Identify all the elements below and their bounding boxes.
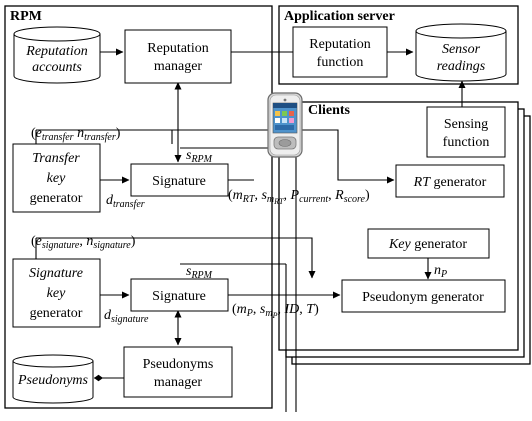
transfer-key-generator-label-2: key <box>47 171 66 186</box>
signature-key-generator-box: Signature key generator <box>12 258 101 328</box>
reputation-function-box: Reputation function <box>292 26 388 78</box>
connectors <box>35 48 466 412</box>
pseudonyms-label: Pseudonyms <box>17 373 89 388</box>
transfer-key-generator-label-3: generator <box>30 191 83 206</box>
reputation-accounts-label-2: accounts <box>32 60 82 75</box>
mobile-phone-icon <box>267 92 303 158</box>
label-srpm-top: sRPM <box>186 148 213 165</box>
rpm-title: RPM <box>10 9 42 24</box>
clients-title: Clients <box>308 103 351 118</box>
sensing-function-label-2: function <box>443 135 490 150</box>
label-pseudonym-tuple: (mP, smP, ID, T) <box>232 302 319 320</box>
label-dtransfer: dtransfer <box>106 193 145 210</box>
rt-generator-box: RT generator <box>395 164 505 198</box>
sensing-function-label-1: Sensing <box>444 117 488 132</box>
signature-top-label: Signature <box>152 174 206 189</box>
key-generator-label-key: Key <box>388 237 412 252</box>
rt-generator-label: RT generator <box>413 175 487 190</box>
reputation-accounts-db: Reputation accounts <box>13 26 101 84</box>
reputation-manager-label-1: Reputation <box>147 41 208 56</box>
reputation-function-label-1: Reputation <box>309 37 370 52</box>
signature-key-generator-label-2: key <box>47 286 66 301</box>
label-dsignature: dsignature <box>104 308 149 325</box>
line-etransfer <box>36 129 395 184</box>
pseudonyms-manager-box: Pseudonyms manager <box>123 346 233 398</box>
pseudonyms-db: Pseudonyms <box>12 354 94 404</box>
key-generator-box: Key generator <box>367 228 490 259</box>
pseudonyms-manager-label-1: Pseudonyms <box>143 357 214 372</box>
sensor-readings-label-1: Sensor <box>442 42 481 57</box>
signature-key-generator-label-3: generator <box>30 306 83 321</box>
transfer-key-generator-box: Transfer key generator <box>12 143 101 213</box>
transfer-key-generator-label-1: Transfer <box>32 151 80 166</box>
pseudonym-generator-label: Pseudonym generator <box>362 290 484 305</box>
pseudonym-generator-box: Pseudonym generator <box>341 279 506 313</box>
line-esignature <box>36 237 316 279</box>
signature-bottom-box: Signature <box>130 278 229 312</box>
key-generator-label-rest: generator <box>411 237 468 252</box>
pseudonyms-manager-label-2: manager <box>154 375 203 390</box>
signature-key-generator-label-1: Signature <box>29 266 83 281</box>
reputation-accounts-label-1: Reputation <box>25 44 87 59</box>
label-srpm-bottom: sRPM <box>186 264 213 281</box>
rt-generator-label-rest: generator <box>430 175 487 190</box>
sensing-function-box: Sensing function <box>426 106 506 158</box>
key-generator-label: Key generator <box>388 237 467 252</box>
sensor-readings-label-2: readings <box>437 59 486 74</box>
application-server-title: Application server <box>284 9 395 24</box>
reputation-manager-box: Reputation manager <box>124 29 232 84</box>
signature-bottom-label: Signature <box>152 289 206 304</box>
reputation-manager-label-2: manager <box>154 59 203 74</box>
label-rt-tuple: (mRT, smRT, Pcurrent, Rscore) <box>228 188 370 206</box>
label-np: nP <box>434 263 447 280</box>
sensor-readings-db: Sensor readings <box>415 23 507 82</box>
reputation-function-label-2: function <box>317 55 364 70</box>
signature-top-box: Signature <box>130 163 229 197</box>
rt-generator-label-rt: RT <box>413 175 432 190</box>
